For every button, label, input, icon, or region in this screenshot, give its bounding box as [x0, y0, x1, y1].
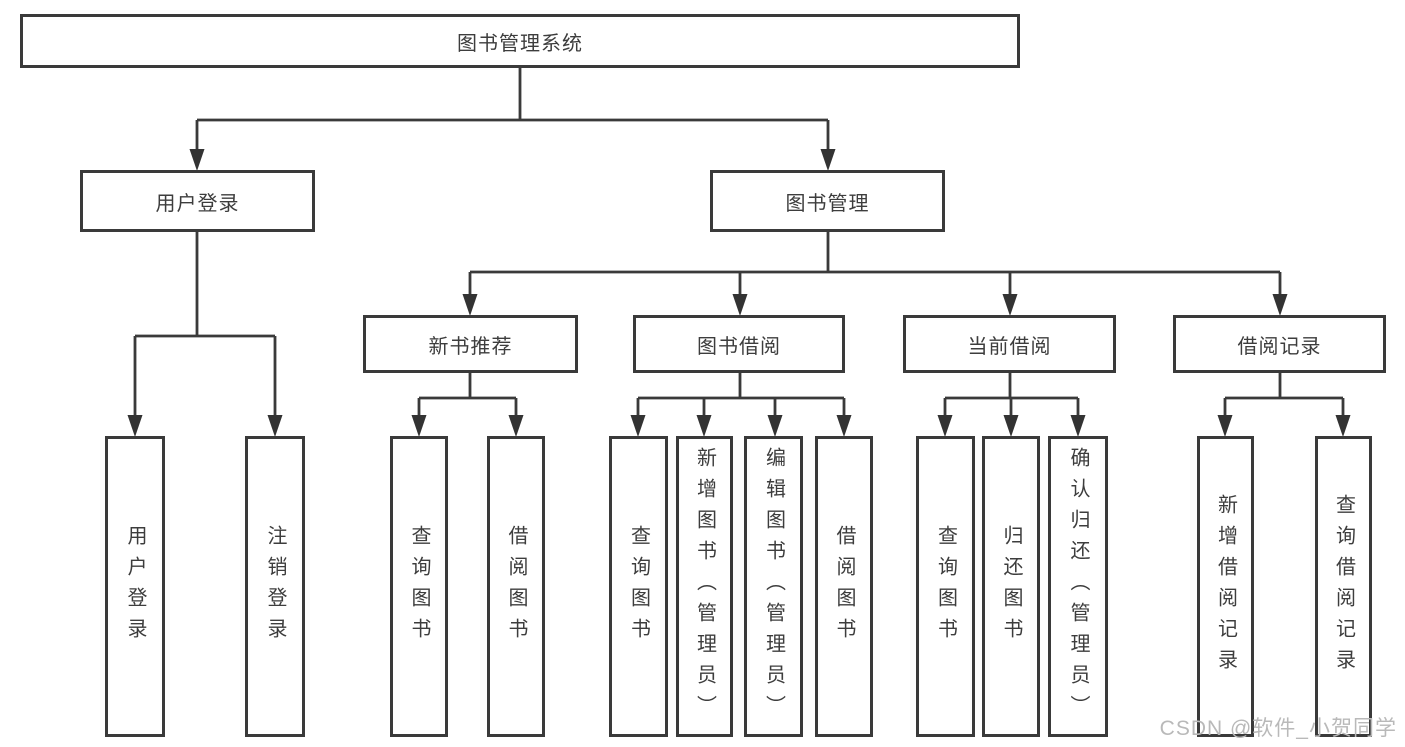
node-book-management: 图书管理	[710, 170, 945, 232]
leaf-confirm-return-admin: 确认归还（管理员）	[1048, 436, 1108, 737]
leaf-query-books-2: 查询图书	[609, 436, 668, 737]
leaf-query-borrow-record: 查询借阅记录	[1315, 436, 1372, 737]
node-label: 查询图书	[627, 524, 650, 649]
node-current-borrow: 当前借阅	[903, 315, 1116, 373]
node-label: 新增借阅记录	[1214, 493, 1237, 680]
leaf-user-login: 用户登录	[105, 436, 165, 737]
node-label: 借阅图书	[833, 524, 855, 649]
node-label: 图书管理系统	[457, 32, 583, 55]
node-label: 图书借阅	[697, 335, 781, 358]
node-library-management-system: 图书管理系统	[20, 14, 1020, 68]
node-new-book-recommend: 新书推荐	[363, 315, 578, 373]
node-label: 图书管理	[785, 192, 870, 215]
node-label: 借阅记录	[1237, 335, 1322, 358]
node-label: 归还图书	[1000, 524, 1022, 649]
node-label: 新增图书（管理员）	[693, 447, 716, 726]
node-user-login: 用户登录	[80, 170, 315, 232]
node-borrow-records: 借阅记录	[1173, 315, 1386, 373]
leaf-query-books-3: 查询图书	[916, 436, 975, 737]
node-label: 查询图书	[934, 524, 957, 649]
node-book-borrow: 图书借阅	[633, 315, 845, 373]
node-label: 查询图书	[408, 524, 430, 649]
leaf-logout-login: 注销登录	[245, 436, 305, 737]
node-label: 确认归还（管理员）	[1067, 447, 1089, 726]
leaf-query-books-1: 查询图书	[390, 436, 448, 737]
leaf-borrow-books-1: 借阅图书	[487, 436, 545, 737]
leaf-add-borrow-record: 新增借阅记录	[1197, 436, 1254, 737]
node-label: 注销登录	[264, 524, 286, 649]
node-label: 当前借阅	[967, 335, 1052, 358]
leaf-edit-books-admin: 编辑图书（管理员）	[744, 436, 803, 737]
leaf-add-books-admin: 新增图书（管理员）	[676, 436, 733, 737]
node-label: 查询借阅记录	[1332, 493, 1355, 680]
leaf-return-books: 归还图书	[982, 436, 1040, 737]
node-label: 借阅图书	[505, 524, 527, 649]
csdn-watermark: CSDN @软件_小贺同学	[1159, 717, 1397, 740]
node-label: 用户登录	[155, 192, 240, 215]
leaf-borrow-books-2: 借阅图书	[815, 436, 873, 737]
node-label: 用户登录	[124, 524, 146, 649]
node-label: 编辑图书（管理员）	[762, 447, 785, 726]
node-label: 新书推荐	[428, 335, 513, 358]
